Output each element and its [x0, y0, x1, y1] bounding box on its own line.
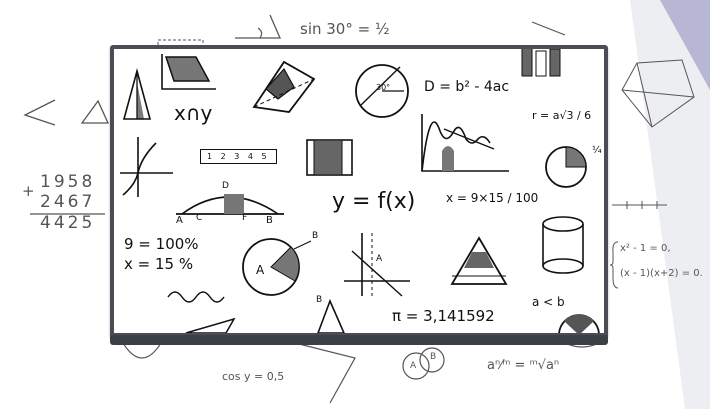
arrow-sketch-top	[531, 21, 566, 36]
striped-triangle-drawing	[450, 236, 508, 285]
number-line-sketch	[612, 201, 667, 209]
cube-sketch	[621, 59, 695, 128]
prism-drawing	[252, 60, 316, 113]
circle-angle-drawing	[355, 64, 409, 118]
wheel-drawing	[558, 314, 600, 333]
triangle-drawing	[122, 67, 152, 120]
cross-axes-drawing	[344, 233, 410, 297]
sum-plus: +	[22, 182, 35, 200]
graph-drawing	[421, 114, 509, 172]
ratio-formula: r = a√3 / 6	[532, 109, 592, 122]
function-formula: y = f(x)	[332, 189, 416, 214]
sum-line	[30, 213, 105, 215]
root-formula: aⁿ⁄ᵐ = ᵐ√aⁿ	[487, 358, 560, 373]
curve-axes-drawing	[120, 137, 173, 197]
inequality: a < b	[532, 295, 565, 309]
percent-line-2: x = 15 %	[124, 255, 194, 273]
decorative-corner	[630, 0, 710, 409]
cylinder-drawing	[542, 216, 584, 274]
segment-drawing	[176, 194, 284, 215]
triangle-label-b: B	[316, 295, 323, 305]
sum-result: 4425	[40, 213, 96, 233]
intersection-text: x∩y	[174, 101, 213, 125]
venn-label-a: A	[410, 361, 417, 371]
ruler-drawing: 1 2 3 4 5	[200, 149, 277, 164]
segment-label-f: F	[242, 213, 248, 223]
discriminant-formula: D = b² - 4ac	[424, 79, 510, 95]
whiteboard: x∩y 30° D = b² - 4ac r = a√3 / 6 ¼ 1 2 3…	[110, 45, 608, 337]
sine-formula: sin 30° = ½	[300, 20, 390, 38]
pi-formula: π = 3,141592	[392, 307, 495, 325]
angle-sketch-top	[235, 14, 281, 39]
percent-line-1: 9 = 100%	[124, 235, 199, 253]
board-frame-bottom	[110, 335, 608, 345]
sector-label-b: B	[312, 231, 319, 241]
angle-sketch-left	[23, 99, 110, 126]
segment-label-d: D	[222, 181, 229, 191]
equation-1: x² - 1 = 0,	[620, 243, 671, 254]
axis-parallelogram-drawing	[161, 54, 216, 90]
segment-label-c: C	[196, 213, 203, 223]
venn-sketch	[402, 347, 445, 380]
segment-label-a: A	[176, 215, 183, 226]
calculation-formula: x = 9×15 / 100	[446, 191, 539, 205]
triangle-sketch-bottom	[294, 342, 356, 404]
venn-label-b: B	[430, 352, 437, 362]
bar-chart-sketch	[521, 49, 561, 77]
small-triangle-drawing	[185, 317, 236, 333]
cosine-formula: cos y = 0,5	[222, 370, 285, 383]
pie-drawing	[545, 146, 587, 188]
square-drawing	[306, 139, 353, 176]
sum-top: 1958	[40, 172, 96, 192]
sector-drawing	[242, 238, 312, 296]
brace-sketch	[609, 241, 619, 289]
wave-drawing	[167, 291, 225, 303]
sum-mid: 2467	[40, 192, 96, 212]
quarter-fraction: ¼	[592, 145, 602, 156]
sector-label-a: A	[256, 263, 265, 277]
segment-label-b: B	[266, 215, 273, 226]
triangle-b-drawing	[317, 298, 345, 333]
equation-2: (x - 1)(x+2) = 0.	[620, 268, 703, 279]
angle-label: 30°	[376, 83, 391, 92]
axis-label-a: A	[376, 254, 383, 264]
